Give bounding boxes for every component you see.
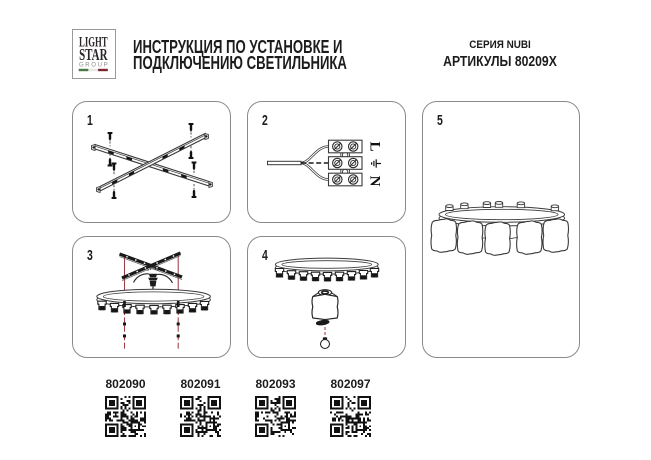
svg-text:N: N: [367, 176, 383, 187]
svg-text:GROUP: GROUP: [79, 63, 108, 69]
svg-text:STAR: STAR: [79, 45, 108, 64]
svg-text:LIGHT: LIGHT: [79, 35, 108, 51]
svg-text:L: L: [367, 141, 383, 151]
